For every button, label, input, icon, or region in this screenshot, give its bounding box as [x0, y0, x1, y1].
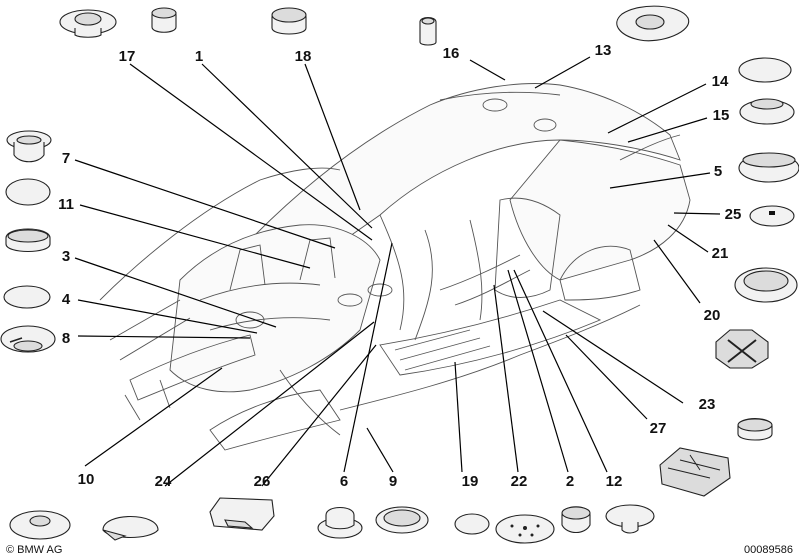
part-2-cup-plug: [561, 506, 591, 534]
part-6-cup-plug: [317, 506, 363, 539]
callout-6: 6: [340, 473, 348, 490]
part-8-grommet: [0, 325, 56, 353]
callout-7: 7: [62, 150, 70, 167]
callout-23: 23: [699, 396, 716, 413]
callout-16: 16: [443, 45, 460, 62]
callout-24: 24: [155, 473, 172, 490]
part-3-plug: [5, 228, 51, 253]
callout-22: 22: [511, 473, 528, 490]
callout-4: 4: [62, 291, 71, 308]
part-18-plug: [271, 7, 307, 35]
callout-25: 25: [725, 206, 742, 223]
part-14-plug: [738, 57, 792, 83]
callout-15: 15: [713, 107, 730, 124]
callout-9: 9: [389, 473, 397, 490]
callout-11: 11: [58, 196, 74, 213]
part-19-plug: [454, 513, 490, 535]
part-10-grommet: [9, 510, 71, 540]
part-23-plug: [737, 417, 773, 441]
callout-12: 12: [606, 473, 623, 490]
callout-3: 3: [62, 248, 70, 265]
part-17-grommet: [59, 9, 117, 38]
part-5-plug: [738, 152, 799, 183]
part-26-foam-pad: [209, 497, 275, 531]
callout-17: 17: [119, 48, 136, 65]
part-1-plug: [151, 7, 177, 33]
callout-18: 18: [295, 48, 312, 65]
part-11-plug: [5, 178, 51, 206]
part-22-disc-plug: [495, 514, 555, 544]
part-24-round-pad: [102, 515, 159, 541]
callout-21: 21: [712, 245, 729, 262]
callout-13: 13: [595, 42, 612, 59]
part-25-plug: [749, 205, 795, 227]
callout-2: 2: [566, 473, 574, 490]
part-13-oval-grommet: [616, 5, 690, 42]
callout-5: 5: [714, 163, 722, 180]
callout-14: 14: [712, 73, 729, 90]
part-9-plug: [375, 506, 429, 534]
image-number: 00089586: [744, 544, 793, 556]
callout-numbers: 17 1 18 16 13 14 15 5 25 21 20 23 27 7 1…: [58, 42, 741, 490]
part-16-bump-stop: [419, 16, 437, 46]
callout-26: 26: [254, 473, 271, 490]
callout-10: 10: [78, 471, 95, 488]
callout-1: 1: [195, 48, 203, 65]
part-20-octagon-plug: [715, 329, 769, 369]
callout-27: 27: [650, 420, 667, 437]
part-12-plug: [605, 504, 655, 534]
leader-lines: [74, 56, 721, 487]
callout-19: 19: [462, 473, 479, 490]
part-4-plug: [3, 285, 51, 309]
part-7-grommet: [6, 130, 52, 163]
part-15-plug: [739, 98, 795, 125]
part-21-disc-plug: [734, 267, 798, 303]
part-27-foam-block: [659, 447, 731, 497]
copyright-text: © BMW AG: [6, 544, 62, 556]
callout-8: 8: [62, 330, 70, 347]
callout-20: 20: [704, 307, 721, 324]
car-body-shell: [99, 83, 691, 451]
